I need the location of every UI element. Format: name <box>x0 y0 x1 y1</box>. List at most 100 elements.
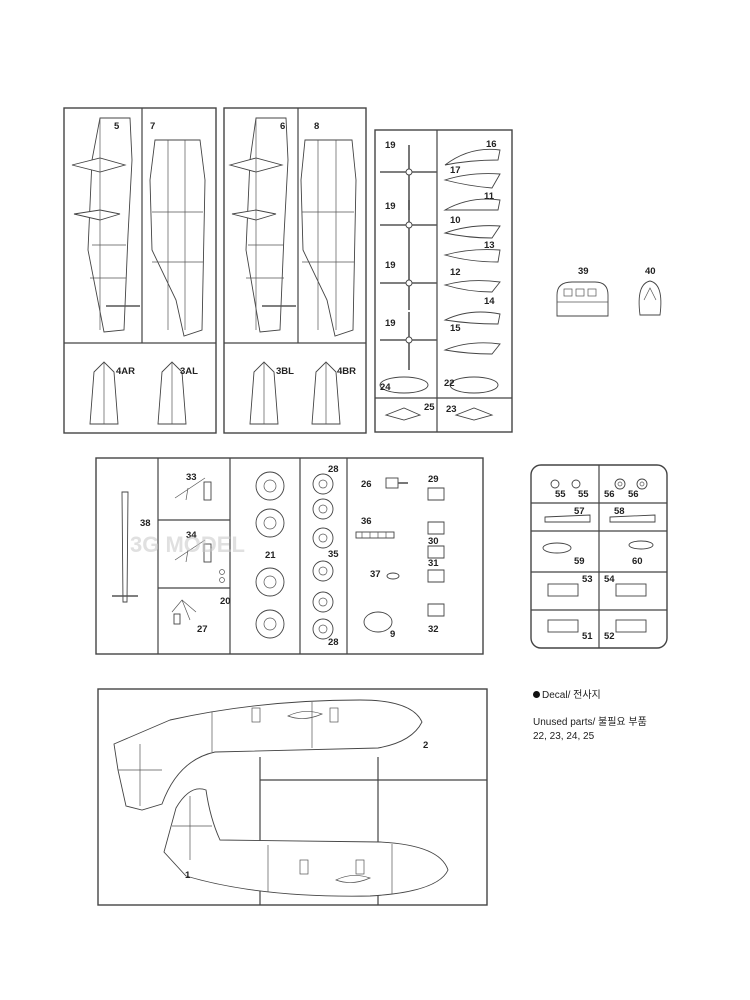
part-label: 51 <box>582 631 593 642</box>
part-label: 54 <box>604 574 615 585</box>
bracket-part <box>427 603 445 617</box>
round-part <box>550 479 560 489</box>
strut-part <box>384 407 422 421</box>
fin-part <box>443 311 501 325</box>
part-label: 36 <box>361 516 372 527</box>
float-part <box>449 376 499 394</box>
wheel-part <box>255 471 285 501</box>
fuselage-half-part <box>300 139 357 337</box>
nose-glass-part <box>638 280 662 316</box>
part-label: 60 <box>632 556 643 567</box>
wheel-part <box>255 609 285 639</box>
part-label: 22 <box>444 378 455 389</box>
sprue-a: 5 7 4AR 3AL <box>63 107 217 434</box>
part-label: 28 <box>328 464 339 475</box>
unused-parts-note: Unused parts/ 불필요 부품 22, 23, 24, 25 <box>533 716 647 744</box>
part-label: 35 <box>328 549 339 560</box>
part-label: 17 <box>450 165 461 176</box>
bracket-part <box>427 545 445 559</box>
engine-face-part <box>312 591 334 613</box>
part-label: 24 <box>380 382 391 393</box>
part-label: 39 <box>578 266 589 277</box>
bracket-part <box>427 521 445 535</box>
part-label: 9 <box>390 629 395 640</box>
fin-part <box>443 198 501 211</box>
engine-face-part <box>312 560 334 582</box>
fin-part <box>443 280 501 293</box>
fuselage-half-part <box>113 699 423 811</box>
antenna-part <box>174 477 206 501</box>
decal-legend: Decal/ 전사지 <box>533 689 601 703</box>
bracket-part <box>427 487 445 501</box>
part-label: 27 <box>197 624 208 635</box>
part-label: 2 <box>423 740 428 751</box>
watermark-text: 3G MODEL <box>130 532 245 557</box>
propeller-part <box>380 200 437 255</box>
part-label: 30 <box>428 536 439 547</box>
part-label: 26 <box>361 479 372 490</box>
exhaust-rack-part <box>355 531 395 539</box>
float-part <box>379 376 429 394</box>
dome-part <box>363 611 393 633</box>
strip-part <box>544 514 591 523</box>
oval-part <box>628 540 654 550</box>
part-label: 11 <box>484 191 495 202</box>
part-label: 8 <box>314 121 319 132</box>
engine-face-part <box>312 618 334 640</box>
propeller-part <box>380 145 437 210</box>
part-label: 14 <box>484 296 495 307</box>
part-label: 3BL <box>276 366 294 377</box>
block-part <box>615 583 647 597</box>
block-part <box>547 619 579 633</box>
small-part <box>386 572 400 580</box>
engine-face-part <box>312 473 334 495</box>
part-label: 12 <box>450 267 461 278</box>
part-label: 25 <box>424 402 435 413</box>
fin-part <box>443 225 501 239</box>
part-label: 23 <box>446 404 457 415</box>
part-label: 13 <box>484 240 495 251</box>
part-label: 10 <box>450 215 461 226</box>
part-label: 7 <box>150 121 155 132</box>
part-label: 19 <box>385 260 396 271</box>
bracket-part <box>427 569 445 583</box>
oval-part <box>542 542 572 554</box>
part-label: 19 <box>385 140 396 151</box>
small-part <box>385 477 399 489</box>
part-label: 4BR <box>337 366 356 377</box>
part-label: 1 <box>185 870 191 881</box>
wing-half-part <box>245 117 289 333</box>
part-label: 58 <box>614 506 625 517</box>
part-label: 59 <box>574 556 585 567</box>
part-label: 32 <box>428 624 439 635</box>
part-label: 55 <box>555 489 566 500</box>
propeller-part <box>380 312 437 370</box>
sprue-c: 19 19 19 19 16 17 11 10 13 12 14 15 24 2… <box>374 129 513 433</box>
part-label: 5 <box>114 121 120 132</box>
part-label: 55 <box>578 489 589 500</box>
part-label: 3AL <box>180 366 198 377</box>
antenna-part <box>174 539 206 563</box>
part-label: 16 <box>486 139 497 150</box>
strip-part <box>609 514 656 523</box>
sprue-f: 2 1 <box>97 688 488 906</box>
round-part <box>614 478 626 490</box>
part-label: 34 <box>186 530 197 541</box>
wheel-part <box>255 508 285 538</box>
part-label: 38 <box>140 518 151 529</box>
part-label: 29 <box>428 474 439 485</box>
fuselage-half-part <box>149 139 206 337</box>
bullet-icon <box>533 691 540 698</box>
rod-part <box>121 491 129 603</box>
fuselage-half-part <box>163 788 449 897</box>
fin-part <box>443 249 501 263</box>
propeller-part <box>380 255 437 310</box>
sprue-b: 6 8 3BL 4BR <box>223 107 367 434</box>
part-label: 37 <box>370 569 381 580</box>
fin-part <box>444 148 501 166</box>
part-label: 57 <box>574 506 585 517</box>
round-part <box>571 479 581 489</box>
wing-half-part <box>87 117 133 333</box>
engine-face-part <box>312 527 334 549</box>
